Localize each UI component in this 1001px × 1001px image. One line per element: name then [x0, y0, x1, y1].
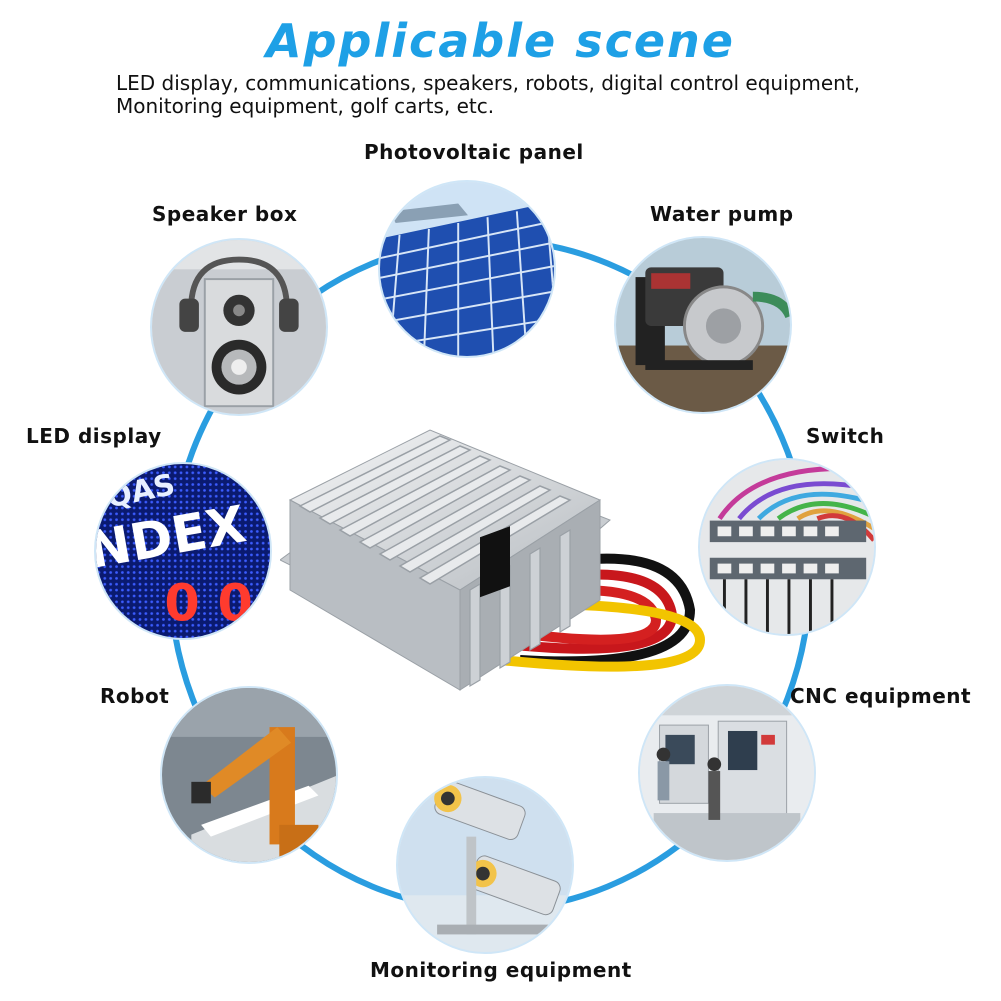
page-title: Applicable scene	[266, 14, 735, 68]
label-water-pump: Water pump	[650, 202, 794, 226]
led-display-icon: UQAS NDEX 0 0	[96, 464, 270, 638]
scene-photovoltaic-image	[378, 180, 556, 358]
scene-led-display-image: UQAS NDEX 0 0	[94, 462, 272, 640]
speaker-icon	[152, 240, 326, 414]
network-switch-icon	[700, 460, 874, 634]
scene-robot-image	[160, 686, 338, 864]
cnc-machine-icon	[640, 686, 814, 860]
scene-monitoring-image	[396, 776, 574, 954]
water-pump-icon	[616, 238, 790, 412]
label-robot: Robot	[100, 684, 170, 708]
label-speaker: Speaker box	[152, 202, 298, 226]
converter-icon	[280, 429, 706, 691]
scene-speaker-image	[150, 238, 328, 416]
subtitle-line-2: Monitoring equipment, golf carts, etc.	[116, 94, 495, 118]
label-photovoltaic: Photovoltaic panel	[364, 140, 584, 164]
security-camera-icon	[398, 778, 572, 952]
label-switch: Switch	[806, 424, 885, 448]
subtitle: LED display, communications, speakers, r…	[116, 72, 976, 118]
label-led-display: LED display	[26, 424, 162, 448]
scene-switch-image	[698, 458, 876, 636]
solar-panel-icon	[380, 182, 554, 356]
robot-arm-icon	[162, 688, 336, 862]
subtitle-line-1: LED display, communications, speakers, r…	[116, 71, 860, 95]
label-cnc: CNC equipment	[790, 684, 972, 708]
dc-converter-image	[280, 410, 720, 710]
scene-water-pump-image	[614, 236, 792, 414]
scene-cnc-image	[638, 684, 816, 862]
label-monitoring: Monitoring equipment	[370, 958, 632, 982]
